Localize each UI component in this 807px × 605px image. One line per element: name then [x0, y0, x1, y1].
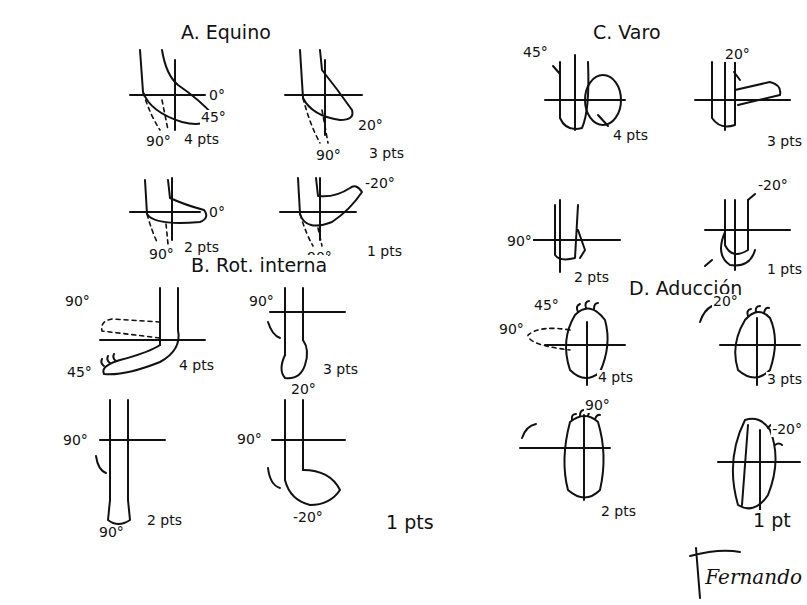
angle-label: -20°: [771, 422, 803, 437]
angle-label: 90°: [236, 432, 263, 447]
angle-label: 20°: [724, 47, 751, 62]
angle-label: 45°: [522, 45, 549, 60]
angle-label: 4 pts: [597, 370, 634, 385]
section-heading: A. Equino: [180, 22, 272, 43]
angle-label: -20°: [292, 510, 324, 525]
angle-label: 3 pts: [368, 146, 405, 161]
angle-label: 90°: [98, 525, 125, 540]
angle-label: 2 pts: [146, 513, 183, 528]
angle-label: 20°: [712, 294, 739, 309]
angle-label: 45°: [66, 365, 93, 380]
section-heading: B. Rot. interna: [190, 255, 328, 276]
angle-label: 45°: [200, 110, 227, 125]
angle-label: 90°: [498, 322, 525, 337]
angle-label: 4 pts: [183, 132, 220, 147]
angle-label: 2 pts: [183, 240, 220, 255]
angle-label: 3 pts: [322, 362, 359, 377]
angle-label: 1 pts: [366, 244, 403, 259]
angle-label: 90°: [62, 433, 89, 448]
angle-label: 3 pts: [766, 372, 803, 387]
angle-label: -20°: [364, 176, 396, 191]
angle-label: 4 pts: [178, 358, 215, 373]
angle-label: 45°: [533, 298, 560, 313]
angle-label: 3 pts: [766, 134, 803, 149]
angle-label: 2 pts: [573, 270, 610, 285]
angle-label: 0°: [208, 205, 226, 220]
angle-label: 20°: [357, 118, 384, 133]
angle-label: 1 pts: [766, 262, 803, 277]
section-heading: C. Varo: [592, 22, 662, 43]
section-heading: 1 pts: [385, 512, 435, 533]
angle-label: 0°: [208, 88, 226, 103]
angle-label: 20°: [290, 382, 317, 397]
angle-label: 90°: [64, 294, 91, 309]
angle-label: -20°: [757, 178, 789, 193]
section-heading: 1 pt: [752, 510, 792, 531]
angle-label: 4 pts: [612, 128, 649, 143]
angle-label: 90°: [315, 148, 342, 163]
angle-label: 90°: [148, 247, 175, 262]
angle-label: 90°: [248, 294, 275, 309]
angle-label: 90°: [145, 134, 172, 149]
signature: Fernando: [704, 566, 803, 588]
angle-label: 2 pts: [600, 504, 637, 519]
angle-label: 90°: [584, 398, 611, 413]
angle-label: 90°: [506, 234, 533, 249]
